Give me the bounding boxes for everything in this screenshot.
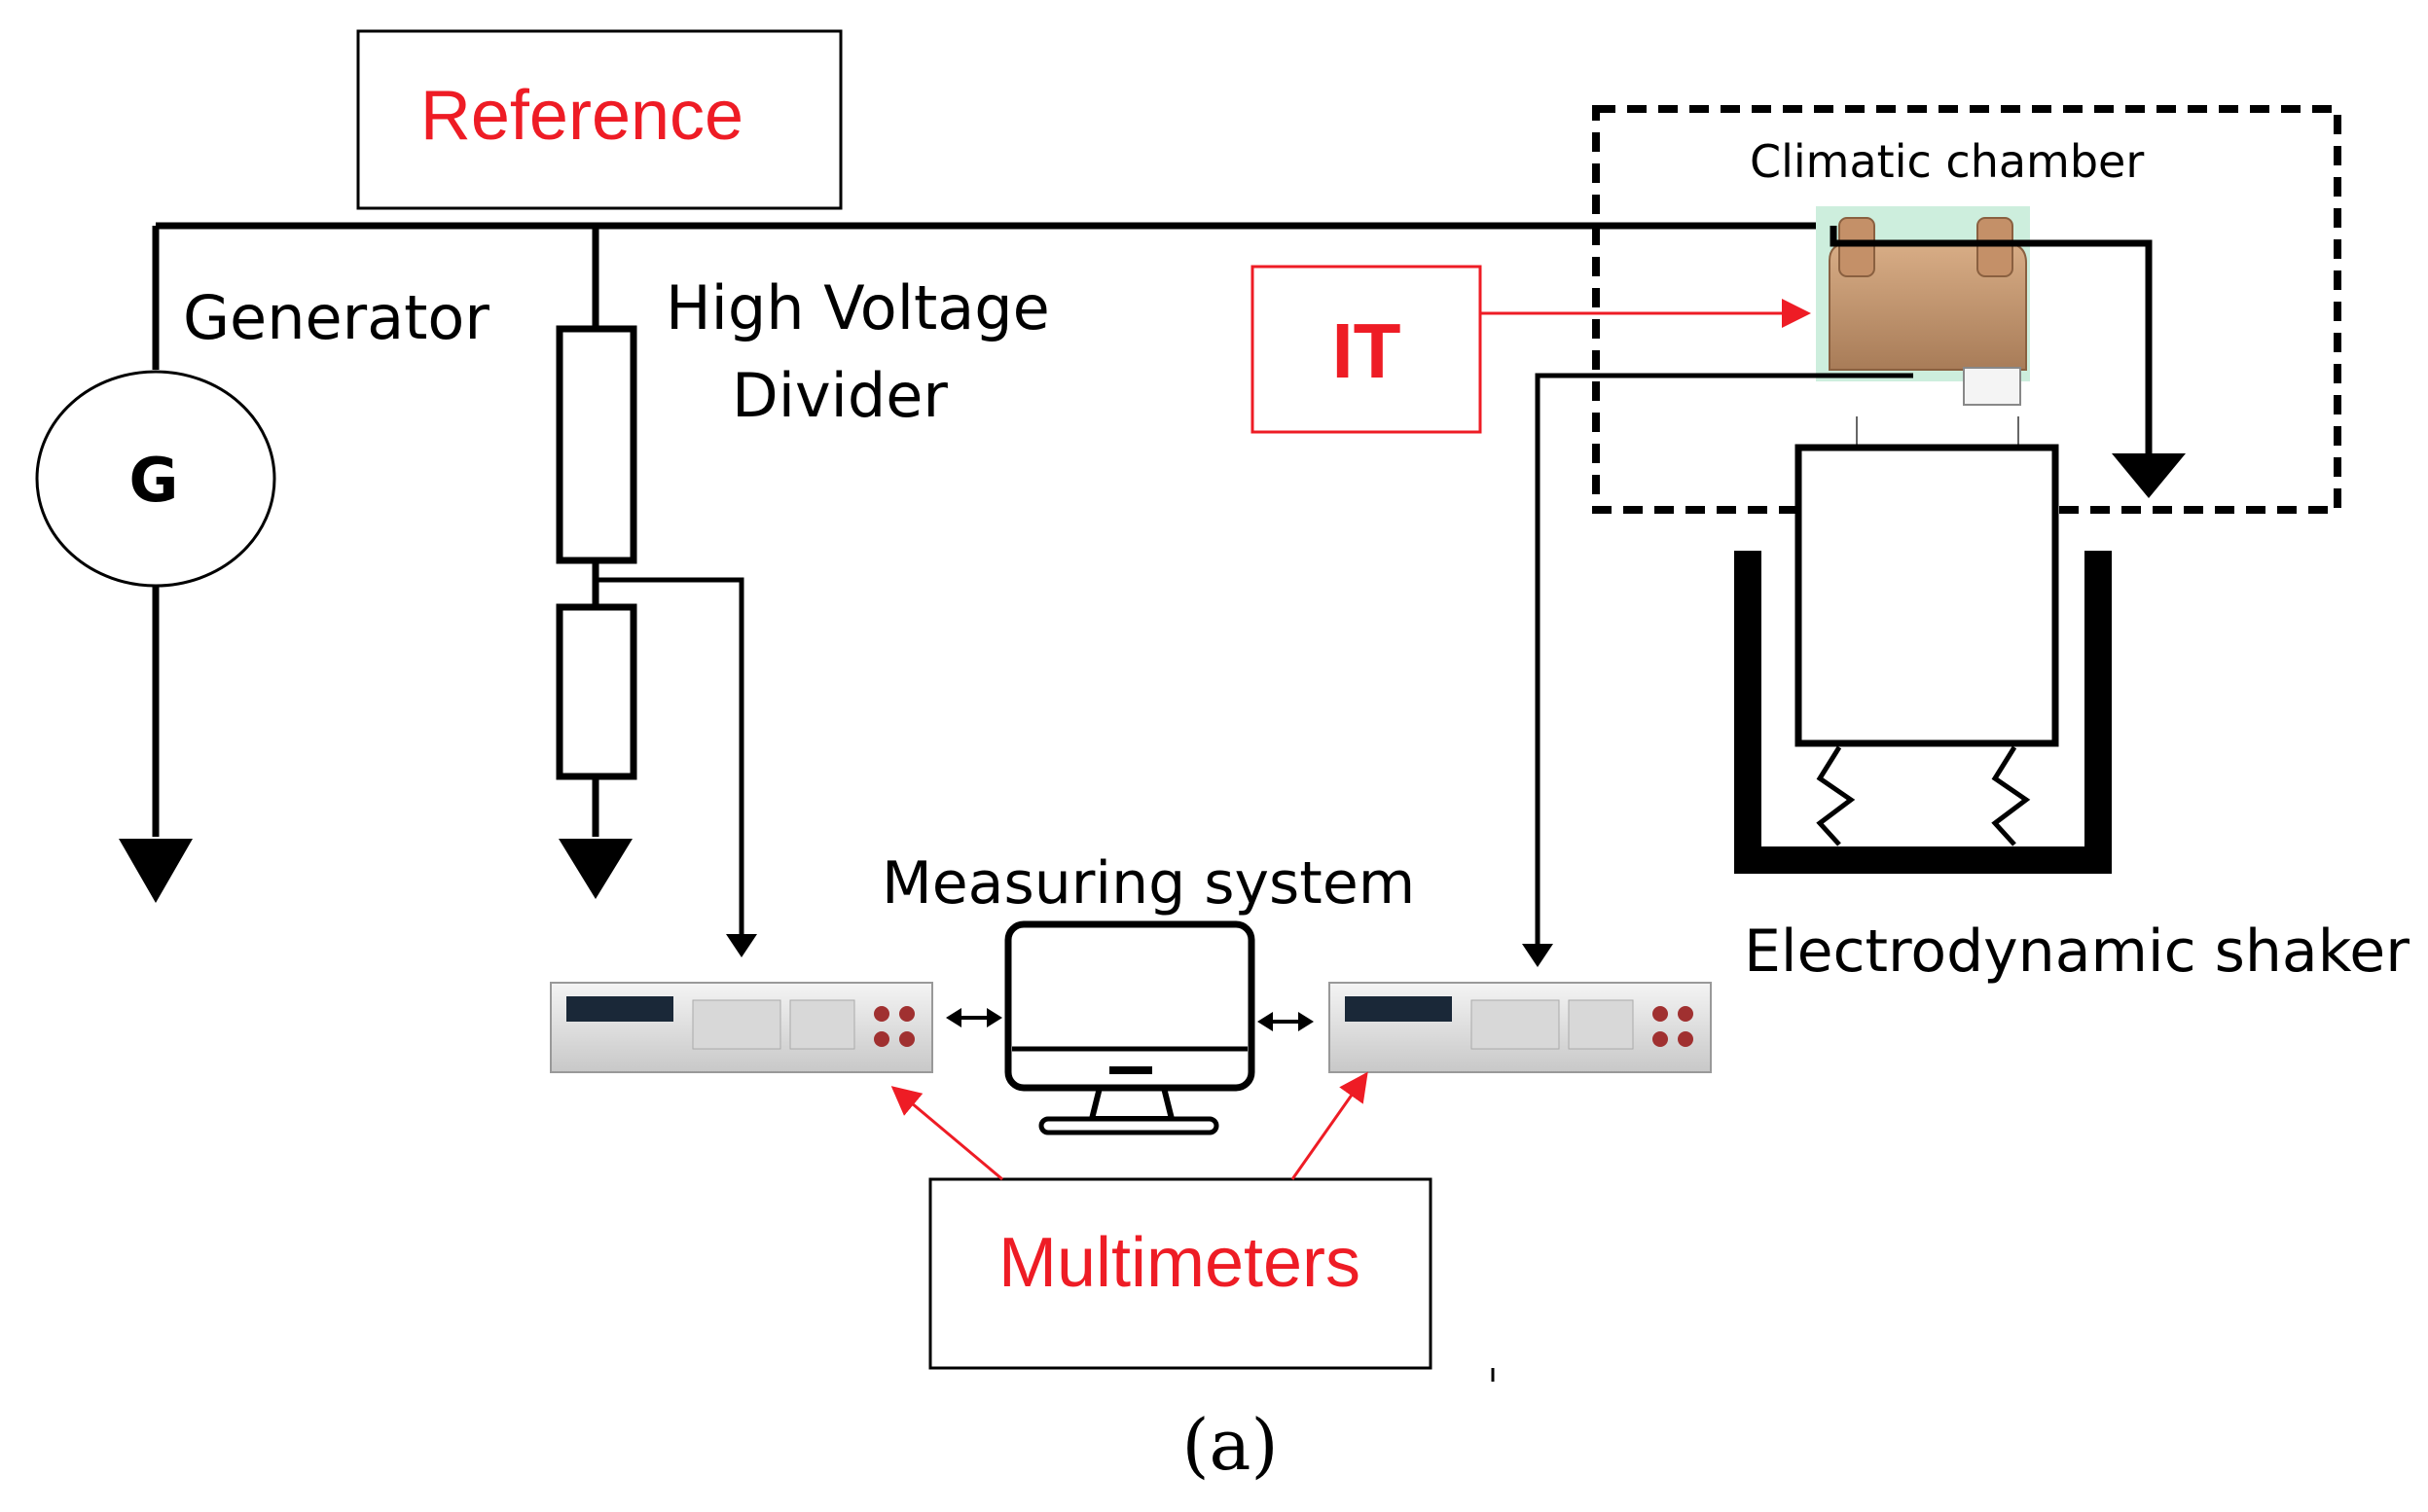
spring-icon [1816, 745, 1856, 846]
shaker-label: Electrodynamic shaker [1744, 918, 2410, 986]
ground-arrow-icon [2112, 453, 2186, 498]
it-primary-line [1830, 226, 2153, 455]
transformer-icon [1816, 206, 2030, 448]
measuring-system-label: Measuring system [882, 849, 1415, 918]
multimeters-label: Multimeters [998, 1224, 1360, 1302]
divider-label-line2: Divider [732, 360, 948, 431]
ground-arrow-icon [559, 839, 633, 899]
multimeters-pointer-right [1290, 1071, 1368, 1180]
reference-box: Reference [356, 29, 843, 210]
reference-label: Reference [420, 77, 743, 155]
multimeter-icon [1328, 982, 1712, 1073]
resistor-icon [556, 603, 637, 780]
multimeters-box: Multimeters [928, 1177, 1432, 1370]
ground-arrow-icon [119, 839, 193, 903]
double-arrow-icon [1257, 1012, 1314, 1031]
it-box: IT [1250, 265, 1482, 434]
monitor-icon [1004, 920, 1255, 1135]
multimeters-pointer-left [890, 1086, 1003, 1181]
electrodynamic-shaker: Electrodynamic shaker [1734, 444, 2410, 986]
it-secondary-line [1535, 373, 1913, 948]
double-arrow-icon [946, 1008, 1002, 1027]
climatic-chamber-label: Climatic chamber [1750, 135, 2144, 188]
hv-divider-branch: High Voltage Divider [556, 226, 1050, 957]
resistor-icon [556, 325, 637, 564]
figure-caption: (a) [1181, 1404, 1278, 1486]
generator-symbol-label: G [129, 445, 179, 516]
generator-branch: G Generator [35, 226, 489, 903]
multimeter-icon [550, 982, 933, 1073]
it-label: IT [1331, 307, 1400, 394]
spring-icon [1991, 745, 2031, 846]
divider-label-line1: High Voltage [666, 272, 1050, 343]
divider-tap-line [596, 577, 744, 938]
generator-label: Generator [183, 282, 489, 353]
